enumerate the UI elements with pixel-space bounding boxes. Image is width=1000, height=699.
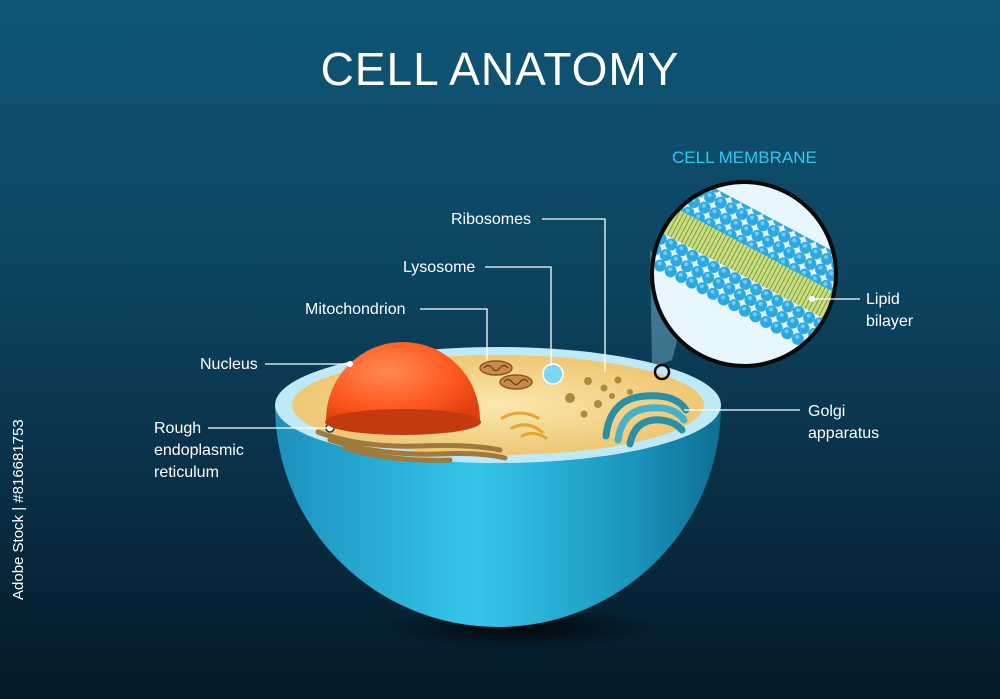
cell-membrane-title: CELL MEMBRANE [672, 148, 817, 167]
ribosomes-dots [565, 376, 633, 418]
page-title: CELL ANATOMY [320, 43, 680, 95]
vesicle-curls [500, 411, 548, 440]
label-rough-er-line2: endoplasmic [154, 442, 244, 459]
lysosome-shape [542, 363, 564, 385]
label-golgi-line2: apparatus [808, 425, 880, 442]
cell-shell [275, 405, 721, 627]
membrane-marker [653, 363, 671, 381]
rough-er [315, 429, 508, 463]
lipid-bilayer-zoom [652, 182, 836, 366]
leader-lines [208, 218, 860, 429]
nucleus-base [325, 409, 481, 435]
label-lysosome: Lysosome [403, 259, 476, 276]
label-lipid-line2: bilayer [866, 313, 914, 330]
golgi-shape [602, 392, 690, 448]
mitochondria [479, 360, 533, 390]
nucleus-shape [326, 342, 480, 426]
label-rough-er-line3: reticulum [154, 464, 219, 481]
label-nucleus: Nucleus [200, 356, 258, 373]
label-ribosomes: Ribosomes [451, 211, 532, 228]
label-golgi-line1: Golgi [808, 403, 846, 420]
zoom-ring [650, 180, 838, 368]
label-mitochondrion: Mitochondrion [305, 301, 406, 318]
label-lipid-line1: Lipid [866, 291, 900, 308]
label-rough-er-line1: Rough [154, 420, 202, 437]
stock-id-watermark: Adobe Stock | #816681753 [10, 419, 27, 600]
